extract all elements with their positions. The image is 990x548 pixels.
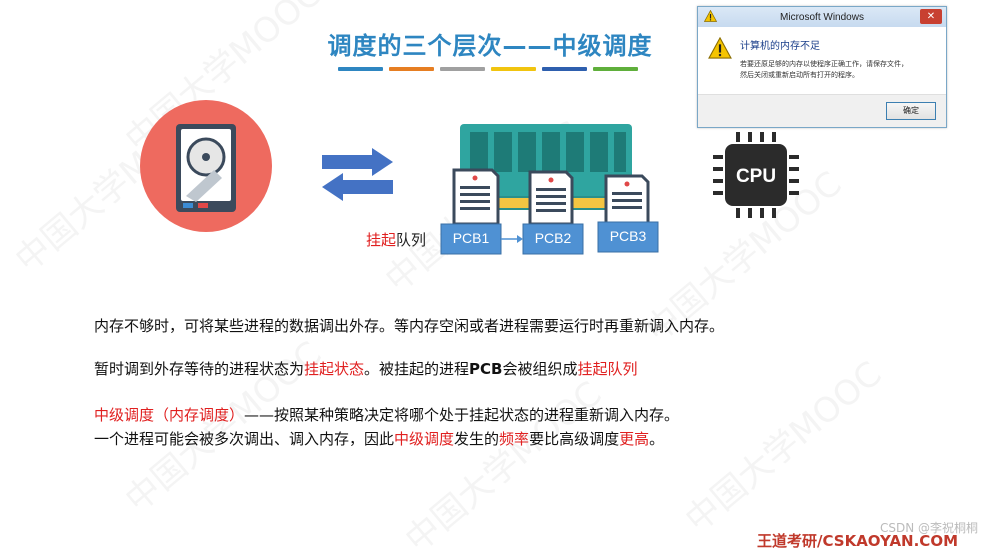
text-segment: ——按照某种策略决定将哪个处于挂起状态的进程重新调入内存。 bbox=[244, 406, 680, 424]
watermark: 中国大学MOOC bbox=[677, 353, 890, 541]
pcb-document-icon bbox=[604, 174, 650, 226]
cpu-icon: CPU bbox=[713, 132, 799, 218]
pcb-box bbox=[522, 223, 584, 255]
title-bar bbox=[338, 67, 383, 71]
highlight-text: 挂起队列 bbox=[577, 360, 638, 378]
highlight-text: 挂起状态 bbox=[304, 360, 365, 378]
title-bar bbox=[491, 67, 536, 71]
text-segment: 要比高级调度 bbox=[529, 430, 620, 448]
text-segment: 发生的 bbox=[454, 430, 500, 448]
swap-arrows-icon bbox=[322, 148, 393, 201]
memory-diagram: CPU bbox=[140, 100, 799, 255]
warning-icon bbox=[704, 10, 717, 22]
queue-link-arrow bbox=[501, 235, 523, 243]
hard-disk-icon bbox=[140, 100, 272, 232]
low-memory-dialog: Microsoft Windows ✕ 计算机的内存不足 若要还原足够的内存以使… bbox=[697, 6, 947, 128]
suspend-queue-label: 挂起队列 bbox=[366, 229, 426, 250]
body-line-3: 中级调度（内存调度）——按照某种策略决定将哪个处于挂起状态的进程重新调入内存。 bbox=[94, 404, 679, 425]
text-segment: 暂时调到外存等待的进程状态为 bbox=[94, 360, 305, 378]
slide-title: 调度的三个层次——中级调度 bbox=[327, 32, 653, 60]
text-segment: 。被挂起的进程 bbox=[364, 360, 470, 378]
pcb-label: PCB1 bbox=[452, 230, 490, 246]
queue-label-text: 队列 bbox=[396, 231, 427, 249]
watermark: 中国大学MOOC bbox=[397, 373, 610, 548]
dialog-footer: 确定 bbox=[698, 94, 946, 127]
close-button[interactable]: ✕ bbox=[920, 9, 942, 24]
title-bar bbox=[440, 67, 485, 71]
brand-footer: 王道考研/CSKAOYAN.COM bbox=[757, 532, 958, 548]
text-segment: PCB bbox=[469, 360, 503, 378]
cpu-label: CPU bbox=[736, 166, 776, 187]
highlight-text: 中级调度（内存调度） bbox=[94, 406, 245, 424]
pcb-box bbox=[440, 223, 502, 255]
text-segment: 。 bbox=[649, 430, 665, 448]
highlight-text: 中级调度 bbox=[394, 430, 455, 448]
dialog-title: Microsoft Windows bbox=[780, 11, 864, 23]
highlight-text: 更高 bbox=[619, 430, 650, 448]
dialog-message-line: 然后关闭或重新启动所有打开的程序。 bbox=[740, 71, 859, 79]
dialog-body: 计算机的内存不足 若要还原足够的内存以使程序正确工作，请保存文件， 然后关闭或重… bbox=[698, 27, 946, 93]
title-underline-bars bbox=[338, 67, 638, 71]
dialog-heading: 计算机的内存不足 bbox=[740, 41, 820, 52]
dialog-titlebar[interactable]: Microsoft Windows ✕ bbox=[698, 7, 946, 27]
text-segment: 会被组织成 bbox=[502, 360, 578, 378]
pcb-label: PCB2 bbox=[534, 230, 572, 246]
body-line-2: 暂时调到外存等待的进程状态为挂起状态。被挂起的进程PCB会被组织成挂起队列 bbox=[94, 358, 638, 379]
body-line-4: 一个进程可能会被多次调出、调入内存，因此中级调度发生的频率要比高级调度更高。 bbox=[94, 428, 664, 449]
pcb-document-icon bbox=[452, 168, 500, 226]
body-line-1: 内存不够时，可将某些进程的数据调出外存。等内存空闲或者进程需要运行时再重新调入内… bbox=[94, 317, 725, 335]
csdn-watermark: CSDN @李祝桐桐 bbox=[879, 521, 978, 535]
highlight-text: 频率 bbox=[499, 430, 530, 448]
queue-label-highlight: 挂起 bbox=[366, 231, 397, 249]
title-bar bbox=[542, 67, 587, 71]
pcb-box bbox=[597, 221, 659, 253]
dialog-message-line: 若要还原足够的内存以使程序正确工作，请保存文件， bbox=[740, 60, 908, 68]
title-bar bbox=[593, 67, 638, 71]
dialog-message: 若要还原足够的内存以使程序正确工作，请保存文件， 然后关闭或重新启动所有打开的程… bbox=[740, 59, 940, 81]
warning-icon bbox=[708, 37, 732, 59]
pcb-document-icon bbox=[528, 170, 574, 226]
ok-button[interactable]: 确定 bbox=[886, 102, 936, 120]
pcb-label: PCB3 bbox=[609, 228, 647, 244]
title-bar bbox=[389, 67, 434, 71]
text-segment: 一个进程可能会被多次调出、调入内存，因此 bbox=[94, 430, 395, 448]
